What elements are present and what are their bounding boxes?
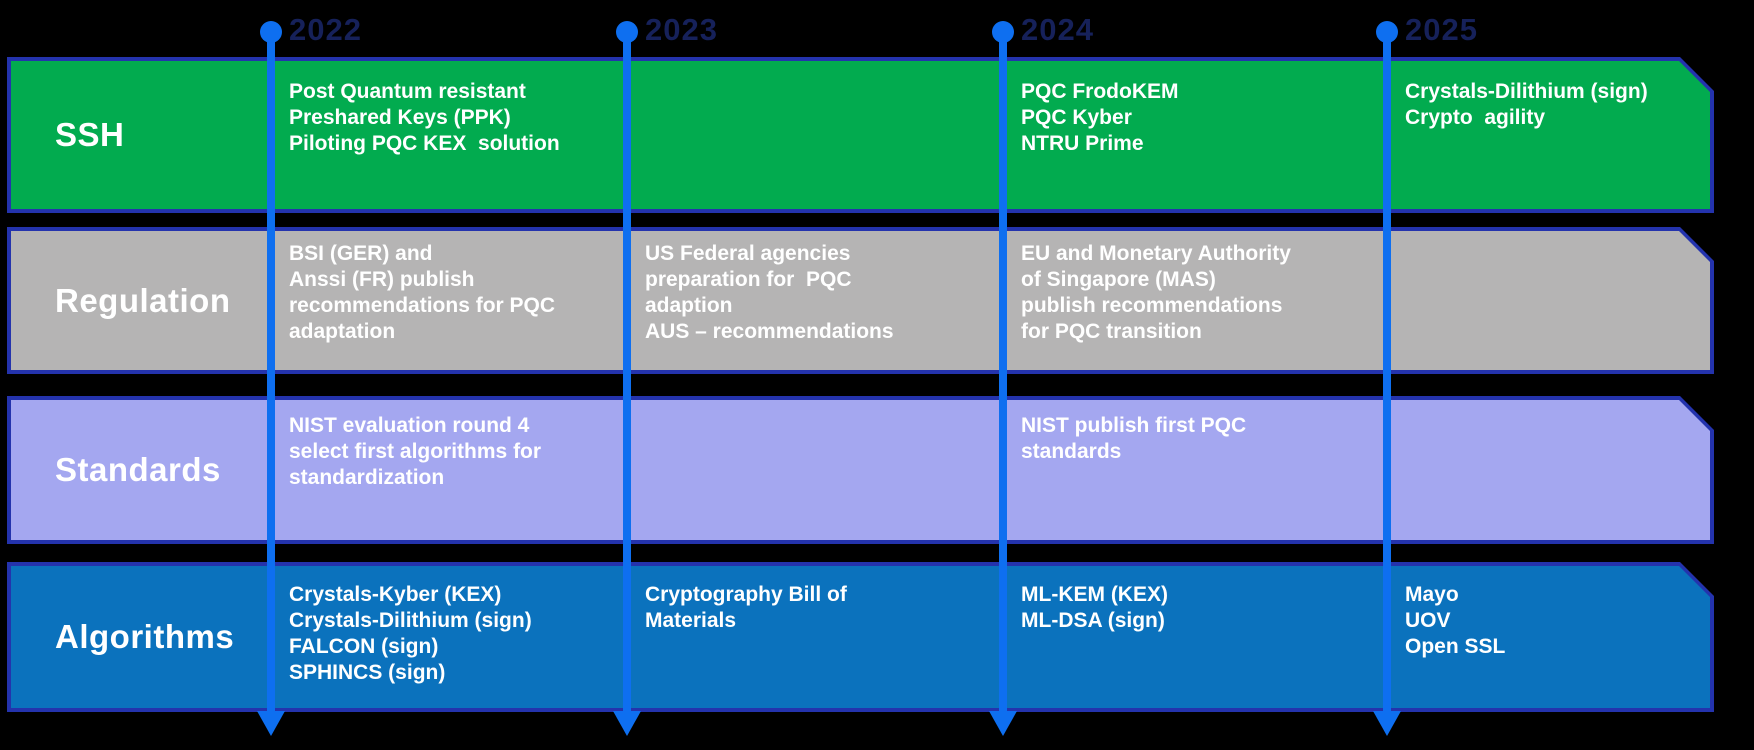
cell-algorithms-2023: Cryptography Bill of Materials	[645, 583, 847, 632]
arrow-down-icon-2023	[613, 711, 641, 736]
timeline-dot-icon-2024	[992, 21, 1014, 43]
cell-ssh-2024: PQC FrodoKEM PQC Kyber NTRU Prime	[1021, 80, 1179, 155]
cell-standards-2024: NIST publish first PQC standards	[1021, 414, 1247, 463]
timeline-dot-icon-2025	[1376, 21, 1398, 43]
timeline-line-2025	[1383, 30, 1391, 712]
band-ssh-fill	[11, 61, 1710, 209]
timeline-dot-icon-2023	[616, 21, 638, 43]
band-regulation: Regulation BSI (GER) and Anssi (FR) publ…	[7, 227, 1714, 374]
year-label-2025: 2025	[1405, 12, 1478, 47]
cell-ssh-2022: Post Quantum resistant Preshared Keys (P…	[289, 80, 560, 155]
cell-algorithms-2025: Mayo UOV Open SSL	[1405, 583, 1506, 658]
cell-algorithms-2024: ML-KEM (KEX) ML-DSA (sign)	[1021, 583, 1168, 632]
cell-standards-2022: NIST evaluation round 4 select first alg…	[289, 414, 542, 489]
band-standards: Standards NIST evaluation round 4 select…	[7, 396, 1714, 544]
row-label-regulation: Regulation	[55, 281, 231, 319]
year-label-2023: 2023	[645, 12, 718, 47]
band-algorithms: Algorithms Crystals-Kyber (KEX) Crystals…	[7, 562, 1714, 712]
year-label-2022: 2022	[289, 12, 362, 47]
cell-ssh-2025: Crystals-Dilithium (sign) Crypto agility	[1405, 80, 1648, 129]
cell-regulation-2024: EU and Monetary Authority of Singapore (…	[1021, 242, 1291, 343]
timeline-dot-icon-2022	[260, 21, 282, 43]
band-ssh: SSH Post Quantum resistant Preshared Key…	[7, 57, 1714, 213]
cell-regulation-2022: BSI (GER) and Anssi (FR) publish recomme…	[289, 242, 556, 343]
band-standards-fill	[11, 400, 1710, 540]
row-label-algorithms: Algorithms	[55, 618, 235, 655]
band-algorithms-fill	[11, 566, 1710, 708]
cell-algorithms-2022: Crystals-Kyber (KEX) Crystals-Dilithium …	[289, 583, 532, 684]
arrow-down-icon-2022	[257, 711, 285, 736]
timeline-line-2024	[999, 30, 1007, 712]
year-label-2024: 2024	[1021, 12, 1094, 47]
row-label-ssh: SSH	[55, 116, 125, 153]
arrow-down-icon-2025	[1373, 711, 1401, 736]
row-label-standards: Standards	[55, 451, 221, 488]
cell-regulation-2023: US Federal agencies preparation for PQC …	[645, 242, 894, 343]
arrow-down-icon-2024	[989, 711, 1017, 736]
timeline-line-2022	[267, 30, 275, 712]
timeline-line-2023	[623, 30, 631, 712]
band-regulation-fill	[11, 231, 1710, 370]
